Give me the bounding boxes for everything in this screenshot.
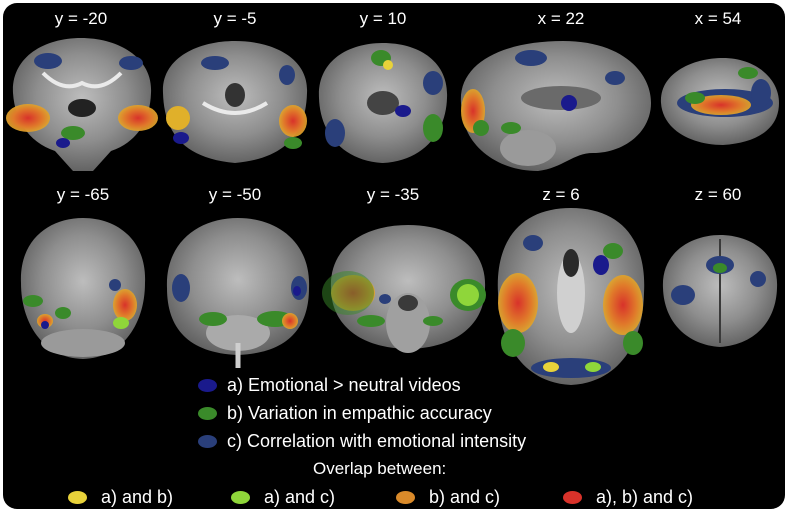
brain-slice-top-5 (660, 58, 779, 145)
slice-label-bottom-4: z = 6 (542, 185, 580, 204)
slice-label-top-5: x = 54 (694, 9, 742, 28)
brain-slice-bottom-3 (322, 225, 486, 353)
overlap-label-ab: a) and b) (101, 486, 174, 507)
slice-label-top-4: x = 22 (537, 9, 585, 28)
brain-figure: y = -20 y = -5 y = 10 x = 22 x = 54 y = … (3, 3, 785, 509)
brain-slice-bottom-2 (166, 218, 310, 368)
overlap-title: Overlap between: (313, 459, 447, 478)
overlap-item-abc: a), b) and c) (563, 485, 693, 509)
legend-swatch-a (198, 378, 217, 392)
brain-slice-top-3 (318, 43, 448, 163)
overlap-swatch-abc (563, 490, 582, 504)
brain-slice-top-2 (162, 41, 308, 163)
slice-label-top-1: y = -20 (54, 9, 108, 28)
overlap-label-bc: b) and c) (429, 486, 501, 507)
brain-slice-bottom-1 (20, 218, 146, 359)
slice-label-bottom-1: y = -65 (56, 185, 110, 204)
overlap-label-abc: a), b) and c) (596, 486, 694, 507)
overlap-swatch-ab (68, 490, 87, 504)
overlap-item-ac: a) and c) (231, 485, 335, 509)
legend-item-c: c) Correlation with emotional intensity (198, 429, 526, 453)
legend-item-b: b) Variation in empathic accuracy (198, 401, 492, 425)
legend-label-c: c) Correlation with emotional intensity (227, 430, 527, 451)
overlap-item-bc: b) and c) (396, 485, 500, 509)
slice-label-bottom-5: z = 60 (694, 185, 742, 204)
legend-label-a: a) Emotional > neutral videos (227, 374, 461, 395)
legend-label-b: b) Variation in empathic accuracy (227, 402, 492, 423)
slice-label-top-3: y = 10 (359, 9, 407, 28)
brain-slice-bottom-4 (497, 208, 645, 385)
overlap-label-ac: a) and c) (264, 486, 336, 507)
brain-slice-bottom-5 (662, 235, 778, 347)
legend-swatch-b (198, 406, 217, 420)
brain-slice-top-1 (6, 38, 158, 171)
slice-label-top-2: y = -5 (213, 9, 257, 28)
overlap-swatch-bc (396, 490, 415, 504)
overlap-item-ab: a) and b) (68, 485, 173, 509)
legend-item-a: a) Emotional > neutral videos (198, 373, 461, 397)
brain-slice-top-4 (460, 41, 651, 171)
overlap-swatch-ac (231, 490, 250, 504)
slice-label-bottom-2: y = -50 (208, 185, 262, 204)
legend-swatch-c (198, 434, 217, 448)
brain-slices (6, 38, 779, 385)
slice-label-bottom-3: y = -35 (366, 185, 420, 204)
